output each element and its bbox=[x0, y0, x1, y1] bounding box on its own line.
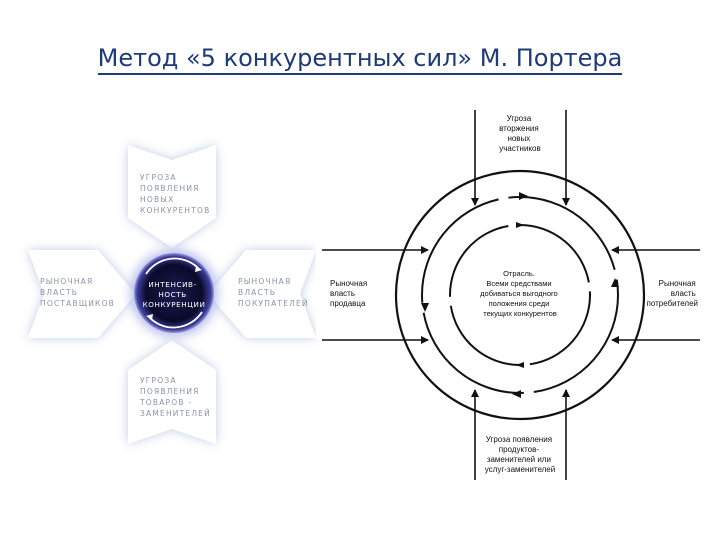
right-bottom-label: Угроза появления продуктов- заменителей … bbox=[485, 435, 555, 474]
petal-cover bbox=[316, 240, 324, 340]
left-diagram: УГРОЗА ПОЯВЛЕНИЯ НОВЫХ КОНКУРЕНТОВ РЫНОЧ… bbox=[28, 145, 324, 444]
right-top-label: Угроза вторжения новых участников bbox=[499, 114, 541, 153]
right-diagram-labels: Угроза вторжения новых участников Рыночн… bbox=[330, 114, 698, 474]
right-left-label: Рыночная власть продавца bbox=[330, 279, 369, 308]
right-center-label: Отрасль. Всеми средствами добиваться выг… bbox=[480, 269, 560, 318]
right-right-label: Рыночная власть потребителей bbox=[647, 279, 698, 308]
